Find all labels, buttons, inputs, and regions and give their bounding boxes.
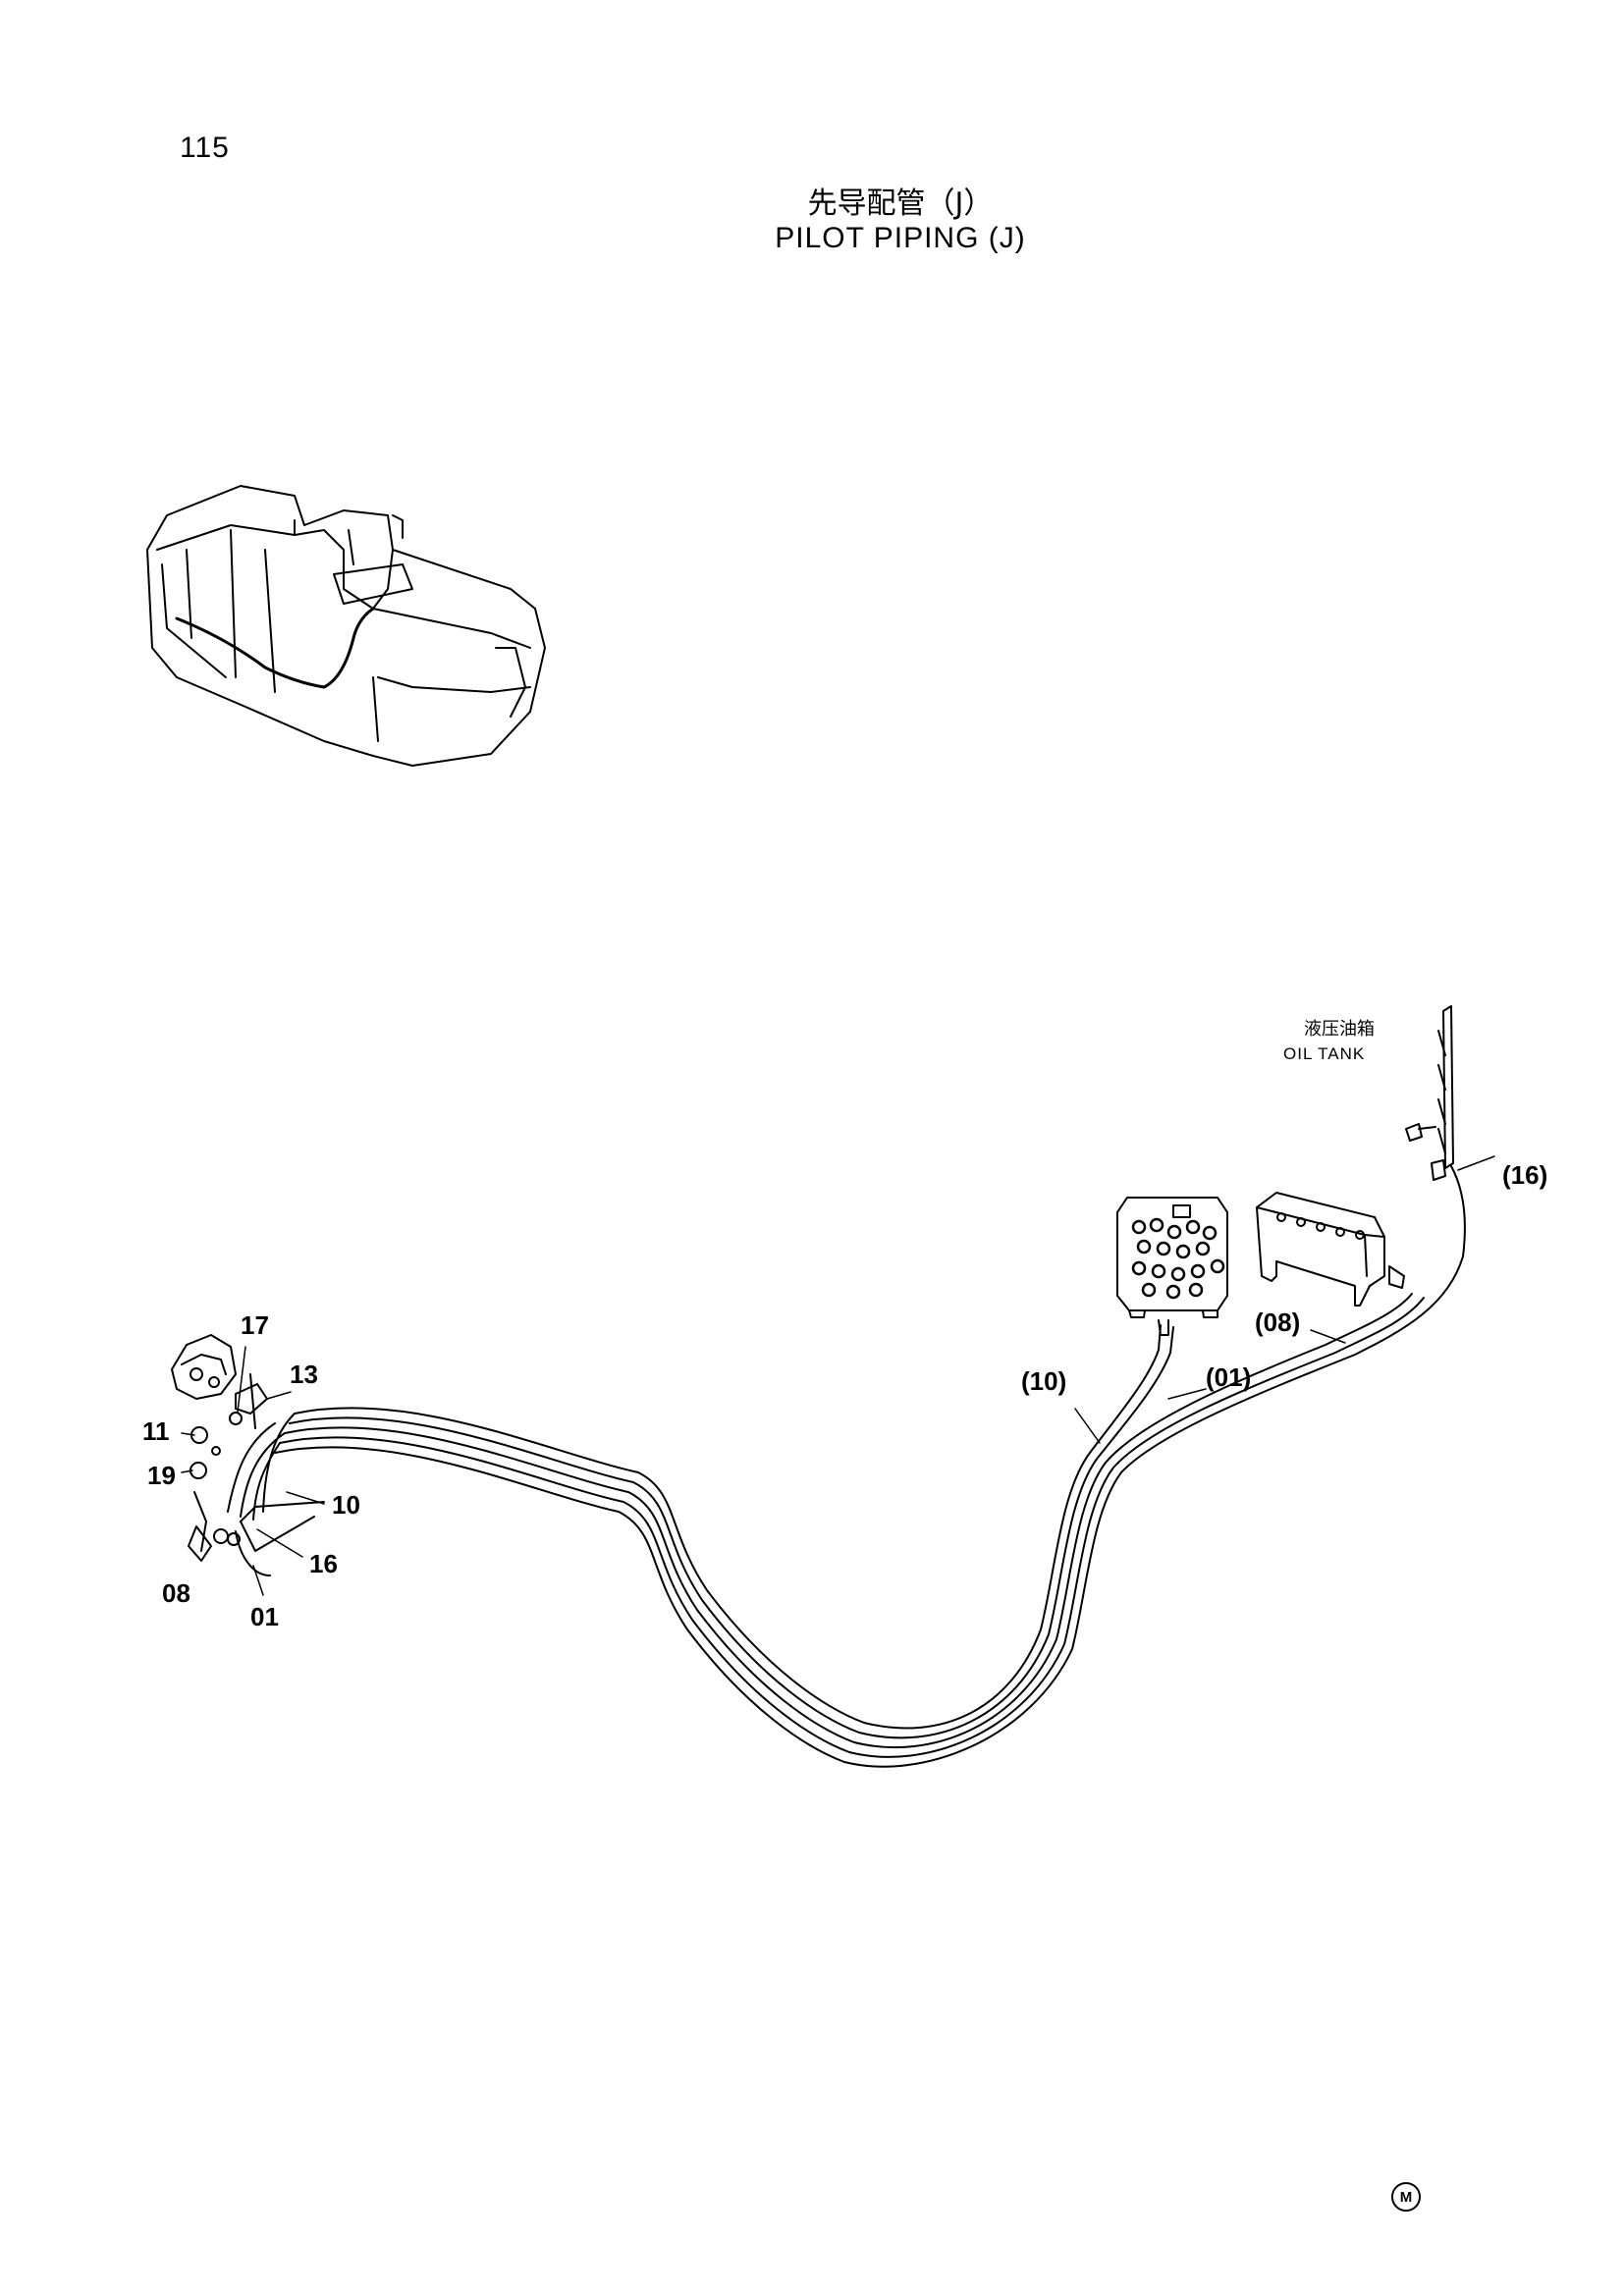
callout-08-ref: (08) [1255, 1308, 1301, 1337]
pilot-valve-assembly [171, 1334, 268, 1562]
callout-08: 08 [162, 1578, 190, 1608]
oil-tank-panel [1405, 1005, 1454, 1181]
excavator-overview [146, 485, 546, 767]
callout-13: 13 [290, 1360, 318, 1389]
page-title-chinese: 先导配管（J） [807, 187, 994, 221]
hose-bundle [227, 1165, 1466, 1768]
oil-tank-label-english: OIL TANK [1283, 1044, 1366, 1063]
callout-17: 17 [241, 1310, 269, 1340]
manifold-block [1256, 1192, 1405, 1307]
callout-19: 19 [147, 1461, 176, 1490]
callout-10: 10 [332, 1490, 360, 1520]
oil-tank-label-chinese: 液压油箱 [1304, 1019, 1375, 1040]
control-valve [1116, 1197, 1228, 1336]
page-number: 115 [180, 132, 230, 164]
callout-01: 01 [250, 1602, 279, 1631]
callout-10-ref: (10) [1021, 1366, 1067, 1396]
callout-16: 16 [309, 1549, 338, 1578]
callout-11: 11 [142, 1416, 170, 1446]
callout-16-ref: (16) [1502, 1160, 1548, 1190]
corner-mark-icon: M [1391, 2182, 1421, 2212]
page-title-english: PILOT PIPING (J) [775, 222, 1026, 254]
callout-01-ref: (01) [1206, 1362, 1252, 1392]
leader-lines [181, 1155, 1495, 1596]
